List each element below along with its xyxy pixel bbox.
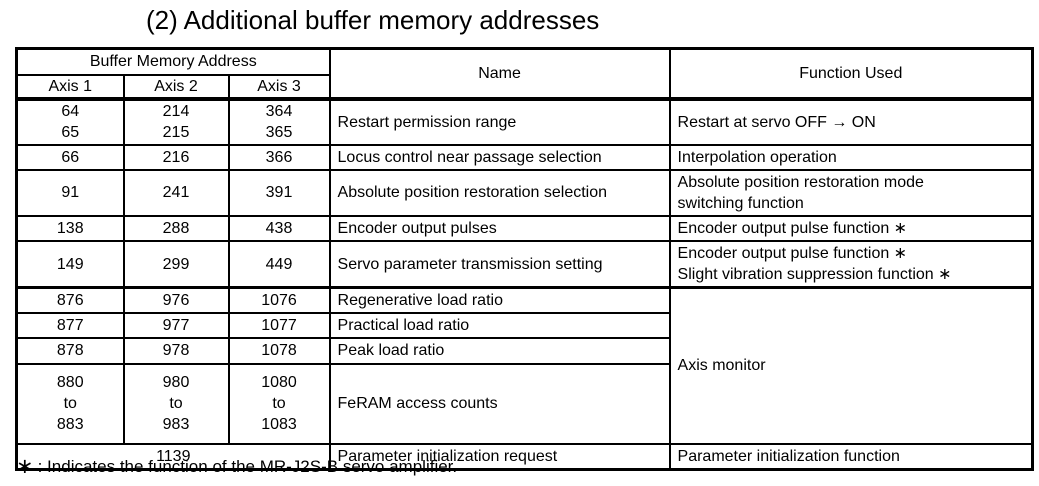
buffer-memory-table: Buffer Memory Address Name Function Used… <box>15 47 1035 471</box>
cell-axis1: 876 <box>15 286 125 315</box>
cell-name: Peak load ratio <box>328 337 671 365</box>
cell-axis2: 299 <box>122 240 230 290</box>
cell-axis1: 66 <box>15 143 125 171</box>
cell-axis2: 241 <box>122 168 230 217</box>
cell-axis1: 91 <box>15 168 125 217</box>
cell-axis2: 980 to 983 <box>122 362 230 445</box>
cell-function: Encoder output pulse function ∗ <box>668 214 1034 243</box>
cell-function: Encoder output pulse function ∗ Slight v… <box>668 240 1034 290</box>
footnote-text: : Indicates the function of the MR-J2S-B… <box>37 456 458 476</box>
cell-axis1: 877 <box>15 312 125 340</box>
table-row: 877 977 1077 Practical load ratio <box>15 312 1033 340</box>
table-row: 149 299 449 Servo parameter transmission… <box>15 240 1034 290</box>
cell-axis3: 364 365 <box>227 97 331 146</box>
table-header: Buffer Memory Address Name Function Used… <box>15 47 1034 101</box>
table-row: 138 288 438 Encoder output pulses Encode… <box>15 214 1034 243</box>
cell-axis1: 64 65 <box>15 97 125 146</box>
cell-axis2: 214 215 <box>122 97 230 146</box>
footnote: ∗ : Indicates the function of the MR-J2S… <box>16 456 457 477</box>
table-row: 91 241 391 Absolute position restoration… <box>15 168 1034 217</box>
cell-function: Interpolation operation <box>668 143 1034 171</box>
cell-function-axis-monitor: Axis monitor <box>668 286 1034 445</box>
header-row-axes: Axis 1 Axis 2 Axis 3 <box>15 73 1033 101</box>
header-function-used: Function Used <box>668 47 1034 101</box>
cell-axis3: 1080 to 1083 <box>227 362 331 445</box>
cell-name: Regenerative load ratio <box>328 286 671 315</box>
header-axis-1: Axis 1 <box>15 73 125 101</box>
cell-axis3: 391 <box>227 168 331 217</box>
table-row: 64 65 214 215 364 365 Restart permission… <box>15 97 1034 146</box>
table-row: 66 216 366 Locus control near passage se… <box>15 143 1034 171</box>
header-name: Name <box>328 47 671 101</box>
cell-function: Parameter initialization function <box>668 442 1034 471</box>
table-body: 64 65 214 215 364 365 Restart permission… <box>15 97 1034 471</box>
asterisk-marker: ∗ <box>16 455 34 478</box>
cell-name: Servo parameter transmission setting <box>328 240 671 290</box>
cell-name: Absolute position restoration selection <box>328 168 671 217</box>
header-buffer-memory-address: Buffer Memory Address <box>15 47 331 76</box>
cell-name: Restart permission range <box>328 97 671 146</box>
cell-name: Practical load ratio <box>328 312 671 340</box>
cell-axis3: 1077 <box>227 312 331 340</box>
cell-function: Restart at servo OFF → ON <box>668 97 1034 146</box>
cell-axis2: 216 <box>122 143 230 171</box>
table-row: 878 978 1078 Peak load ratio <box>15 337 1033 365</box>
cell-axis2: 978 <box>122 337 230 365</box>
cell-axis3: 449 <box>227 240 331 290</box>
cell-axis2: 976 <box>122 286 230 315</box>
cell-axis-span: 1139 <box>15 442 331 471</box>
table-row: 876 976 1076 Regenerative load ratio Axi… <box>15 286 1034 445</box>
header-axis-3: Axis 3 <box>227 73 331 101</box>
section-title: (2) Additional buffer memory addresses <box>146 5 600 35</box>
cell-axis1: 878 <box>15 337 125 365</box>
cell-function: Absolute position restoration mode switc… <box>668 168 1034 217</box>
cell-axis3: 1076 <box>227 286 331 315</box>
cell-name: Locus control near passage selection <box>328 143 671 171</box>
table-row: 1139 Parameter initialization request Pa… <box>15 442 1034 471</box>
table-row: 880 to 883 980 to 983 1080 to 1083 FeRAM… <box>15 362 1033 445</box>
cell-name: Parameter initialization request <box>328 442 671 471</box>
cell-axis3: 1078 <box>227 337 331 365</box>
cell-name: FeRAM access counts <box>328 362 671 445</box>
cell-axis2: 977 <box>122 312 230 340</box>
cell-axis3: 438 <box>227 214 331 243</box>
cell-name: Encoder output pulses <box>328 214 671 243</box>
header-row-top: Buffer Memory Address Name Function Used <box>15 47 1034 101</box>
header-axis-2: Axis 2 <box>122 73 230 101</box>
cell-axis3: 366 <box>227 143 331 171</box>
cell-axis1: 138 <box>15 214 125 243</box>
cell-axis1: 880 to 883 <box>15 362 125 445</box>
cell-axis2: 288 <box>122 214 230 243</box>
cell-axis1: 149 <box>15 240 125 290</box>
